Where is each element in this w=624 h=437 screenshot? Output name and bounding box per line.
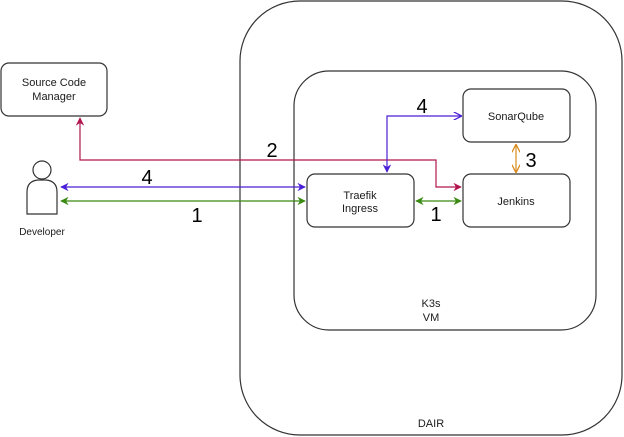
developer-label: Developer: [19, 227, 65, 238]
edge-label-traefik-sonar-4: 4: [416, 96, 427, 118]
edge-dev-traefik-4: 4: [60, 167, 306, 192]
k3s-label: K3s: [422, 298, 441, 310]
edge-traefik-jenkins-1: 1: [415, 196, 462, 226]
jenkins-node[interactable]: Jenkins: [462, 173, 571, 228]
traefik-label-line1: Traefik: [343, 190, 377, 202]
sonarqube-label: SonarQube: [488, 111, 544, 123]
edge-sonar-jenkins-3: 3: [516, 145, 537, 172]
edge-label-traefik-jenkins-1: 1: [430, 204, 441, 226]
edge-label-sonar-jenkins-3: 3: [525, 150, 536, 172]
scm-label-line2: Manager: [32, 91, 76, 103]
dair-label: DAIR: [418, 418, 444, 430]
traefik-ingress-node[interactable]: Traefik Ingress: [306, 173, 415, 228]
developer-node[interactable]: Developer: [19, 160, 65, 238]
vm-label: VM: [423, 312, 440, 324]
sonarqube-node[interactable]: SonarQube: [462, 88, 571, 143]
user-icon: [26, 160, 58, 215]
source-code-manager-node[interactable]: Source Code Manager: [0, 62, 108, 117]
edge-traefik-sonar-4: 4: [387, 96, 461, 172]
edge-dev-traefik-1: 1: [60, 196, 306, 227]
jenkins-label: Jenkins: [497, 196, 535, 208]
edge-label-dev-traefik-4: 4: [141, 167, 152, 189]
edge-label-scm-jenkins-2: 2: [266, 140, 277, 162]
scm-label-line1: Source Code: [22, 77, 86, 89]
dair-container: DAIR: [239, 0, 623, 436]
traefik-label-line2: Ingress: [342, 203, 379, 215]
edge-label-dev-traefik-1: 1: [191, 205, 202, 227]
dair-boundary: [239, 0, 623, 436]
